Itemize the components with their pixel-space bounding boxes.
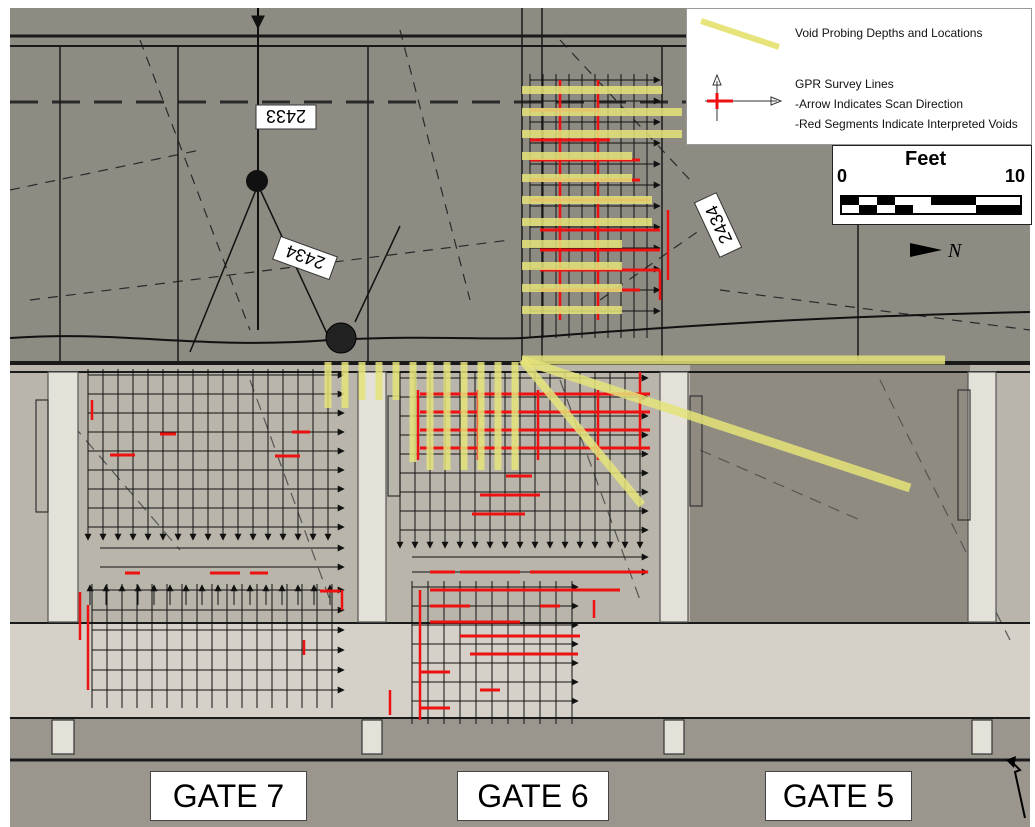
scale-unit-label: Feet <box>905 148 947 170</box>
pier-slot <box>689 395 703 507</box>
scale-bar: Feet 0 10 <box>832 145 1032 225</box>
pier-cap <box>361 719 383 755</box>
station-label-2433: 2433 <box>255 104 317 130</box>
pier-slot <box>957 389 971 521</box>
legend-red-note: -Red Segments Indicate Interpreted Voids <box>795 117 1018 131</box>
probe-long-bar <box>518 357 646 508</box>
gate-5-bay <box>690 363 970 623</box>
north-arrow-icon: N <box>910 240 963 262</box>
leader-arrow-icon <box>1006 756 1016 768</box>
survey-marker-icon <box>246 170 268 192</box>
scale-max-label: 10 <box>1005 166 1026 186</box>
dashed-line <box>719 289 1031 331</box>
void-probe-locations <box>324 86 945 508</box>
pier <box>967 371 997 623</box>
scale-min-label: 0 <box>837 166 848 186</box>
baseline-curve <box>9 311 1031 344</box>
dashed-line <box>699 449 861 521</box>
leader-arrow-icon <box>1009 759 1026 819</box>
pier-slot <box>35 399 49 513</box>
void-segments <box>78 80 670 720</box>
dashed-line <box>29 239 511 301</box>
leader-line <box>354 225 401 323</box>
legend-symbols <box>700 18 783 121</box>
scale-bar-graphic <box>840 195 1022 215</box>
survey-markers <box>246 8 1026 819</box>
dashed-line <box>139 39 251 331</box>
svg-text:2433: 2433 <box>266 106 306 126</box>
legend-probe-label: Void Probing Depths and Locations <box>795 26 983 40</box>
legend-gpr-title: GPR Survey Lines <box>795 77 894 91</box>
map-legend: Void Probing Depths and Locations GPR Su… <box>686 8 1032 145</box>
pier-cap <box>663 719 685 755</box>
probe-swatch-icon <box>700 18 780 50</box>
legend-arrow-note: -Arrow Indicates Scan Direction <box>795 97 964 111</box>
pier <box>47 371 79 623</box>
svg-text:N: N <box>947 240 963 262</box>
station-label-2434-right: 2434 <box>693 192 743 258</box>
dashed-line <box>59 409 181 551</box>
pier-outlines <box>35 371 997 755</box>
dashed-line <box>9 149 201 191</box>
survey-marker-icon <box>325 322 357 354</box>
pier-cap <box>971 719 993 755</box>
probe-long-bar <box>520 355 912 493</box>
gate-5-label: GATE 5 <box>765 771 912 821</box>
pier <box>357 371 387 623</box>
gate-6-label: GATE 6 <box>457 771 609 821</box>
pier-cap <box>51 719 75 755</box>
leader-line <box>189 184 259 353</box>
gate-7-label: GATE 7 <box>150 771 307 821</box>
